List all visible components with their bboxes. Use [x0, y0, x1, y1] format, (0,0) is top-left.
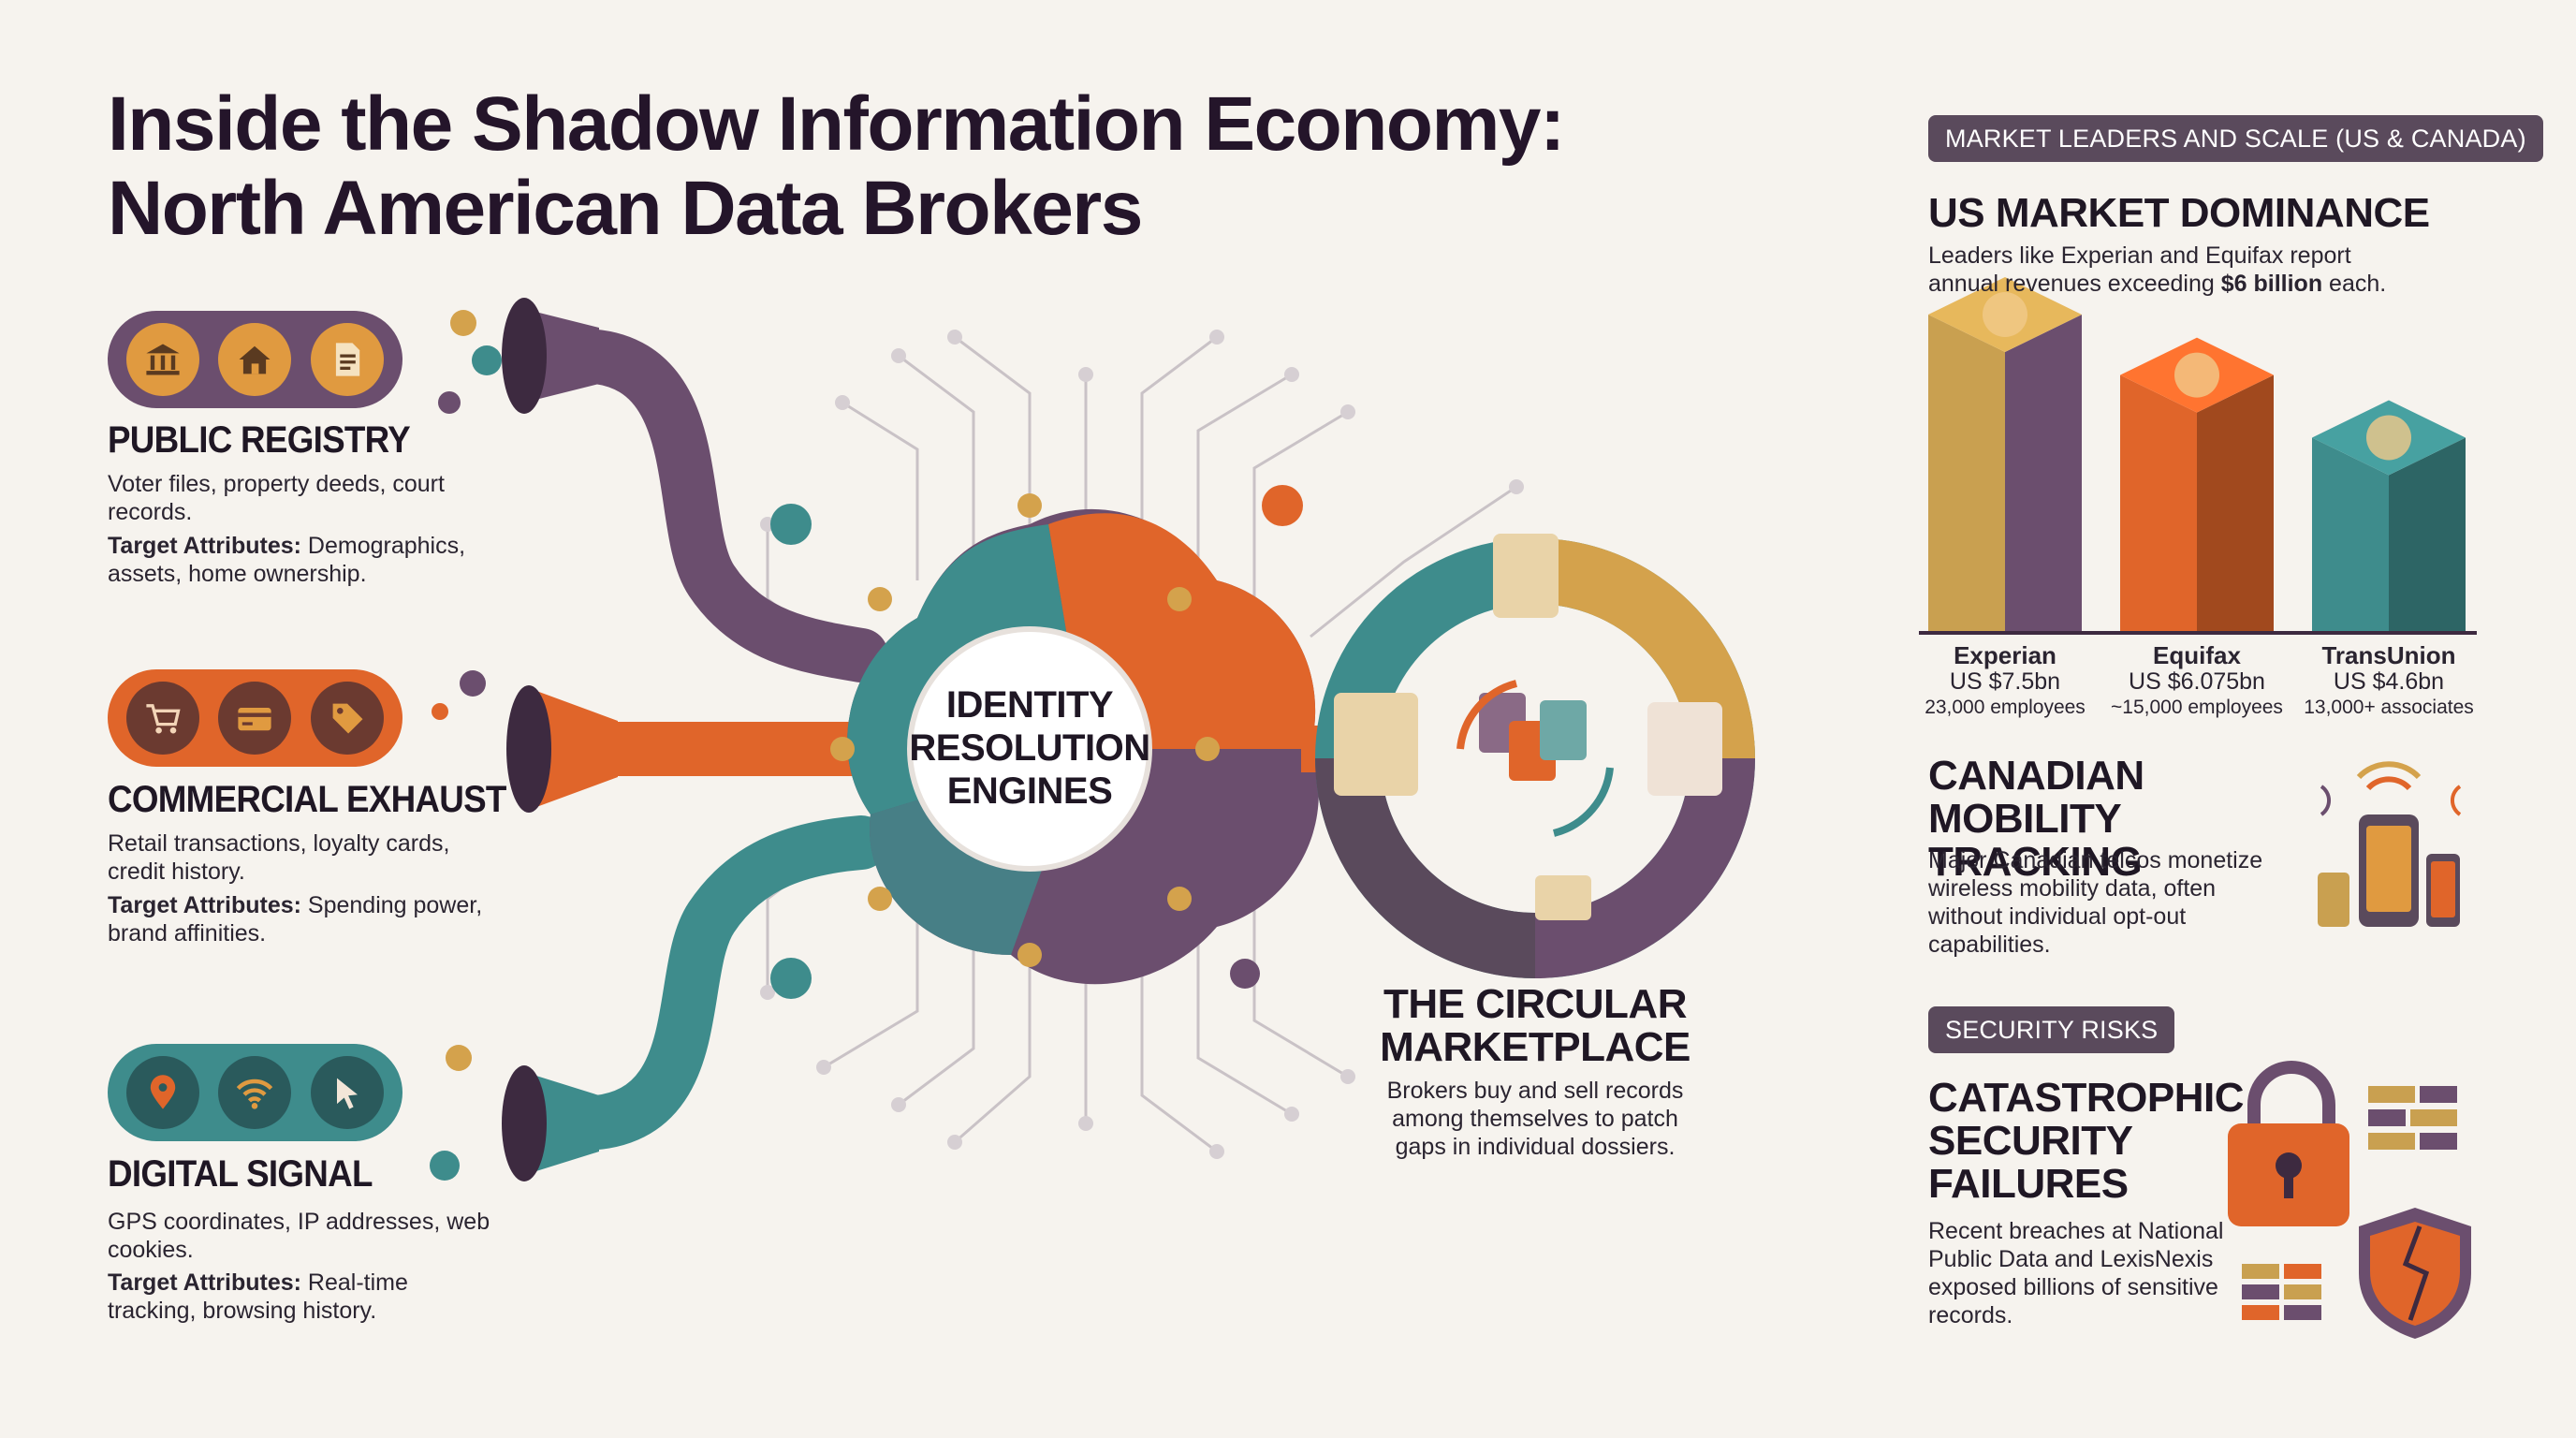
engine-nodes — [830, 493, 1220, 967]
security-heading-line-2: SECURITY — [1928, 1118, 2133, 1164]
bar-employees-label: 13,000+ associates — [2304, 697, 2474, 718]
bar-category-label: TransUnion — [2321, 641, 2456, 669]
pipe-public-registry — [502, 298, 888, 682]
accent-dots — [430, 310, 1303, 1181]
engine-label-line-1: IDENTITY — [945, 684, 1114, 726]
location-pin-icon — [126, 1056, 200, 1129]
bar-category-label: Equifax — [2153, 641, 2241, 669]
market-leaders-tag: MARKET LEADERS AND SCALE (US & CANADA) — [1928, 115, 2543, 162]
broken-lock-icon — [2228, 1061, 2349, 1226]
document-icon — [310, 323, 384, 396]
canada-heading-line-2: TRACKING — [1928, 839, 2143, 885]
circuit-lines — [766, 335, 1517, 1153]
security-text: Recent breaches at National Public Data … — [1928, 1218, 2224, 1328]
digital-signal-title: DIGITAL SIGNAL — [108, 1153, 373, 1195]
marketplace-title: THE CIRCULAR MARKETPLACE — [1348, 983, 1722, 1069]
bar-category-label: Experian — [1954, 641, 2056, 669]
us-market-heading: US MARKET DOMINANCE — [1928, 190, 2430, 236]
bar-employees-label: 23,000 employees — [1925, 697, 2086, 718]
attr-label: Target Attributes: — [108, 892, 301, 918]
attr-text: Demographics, assets, home ownership. — [108, 533, 466, 587]
engine-label-line-3: ENGINES — [946, 770, 1113, 812]
tag-icon — [310, 682, 384, 755]
bank-icon — [126, 323, 200, 396]
bar-transunion-left — [2312, 437, 2389, 633]
pipe-digital — [502, 815, 888, 1181]
broken-shield-icon — [2359, 1208, 2471, 1339]
attr-text: Spending power, brand affinities. — [108, 892, 483, 946]
revenue-bar-chart — [1928, 277, 2466, 633]
commercial-exhaust-icon-pill — [108, 669, 402, 767]
bar-emblem — [2174, 352, 2219, 398]
marketplace-description: Brokers buy and sell records among thems… — [1386, 1078, 1684, 1160]
credit-card-icon — [218, 682, 292, 755]
house-icon — [218, 323, 292, 396]
attr-text: Real-time tracking, browsing history. — [108, 1269, 408, 1324]
commercial-exhaust-description: Retail transactions, loyalty cards, cred… — [108, 830, 450, 885]
public-registry-description: Voter files, property deeds, court recor… — [108, 471, 445, 525]
attr-label: Target Attributes: — [108, 533, 301, 559]
digital-signal-description: GPS coordinates, IP addresses, web cooki… — [108, 1209, 490, 1263]
cursor-icon — [310, 1056, 384, 1129]
market-text-bold: $6 billion — [2220, 271, 2323, 297]
security-heading: CATASTROPHIC SECURITY FAILURES — [1928, 1075, 2245, 1207]
wifi-icon — [218, 1056, 292, 1129]
canada-text: Major Canadian telcos monetize wireless … — [1928, 847, 2263, 958]
security-risks-tag: SECURITY RISKS — [1928, 1006, 2175, 1053]
bar-equifax-right — [2197, 374, 2274, 633]
public-registry-attributes: Target Attributes: Demographics, assets,… — [108, 532, 501, 588]
data-blocks-icon — [2242, 1086, 2457, 1320]
attr-label: Target Attributes: — [108, 1269, 301, 1296]
canada-heading-line-1: CANADIAN MOBILITY — [1928, 753, 2144, 842]
marketplace-title-line-2: MARKETPLACE — [1380, 1024, 1690, 1070]
bar-emblem — [2366, 415, 2411, 461]
bar-employees-label: ~15,000 employees — [2111, 697, 2283, 718]
bar-experian-left — [1928, 315, 2005, 633]
bar-value-label: US $4.6bn — [2333, 668, 2445, 695]
mobile-devices-icon — [2318, 761, 2462, 927]
public-registry-icon-pill — [108, 311, 402, 408]
bar-value-label: US $6.075bn — [2129, 668, 2265, 695]
bar-value-label: US $7.5bn — [1949, 668, 2061, 695]
digital-signal-icon-pill — [108, 1044, 402, 1141]
page-title: Inside the Shadow Information Economy: N… — [108, 82, 1793, 251]
bar-equifax-left — [2120, 374, 2197, 633]
title-line-1: Inside the Shadow Information Economy: — [108, 81, 1565, 167]
circular-marketplace — [1315, 534, 1755, 978]
bar-transunion-right — [2389, 437, 2466, 633]
title-line-2: North American Data Brokers — [108, 166, 1143, 251]
commercial-exhaust-attributes: Target Attributes: Spending power, brand… — [108, 891, 501, 947]
public-registry-title: PUBLIC REGISTRY — [108, 419, 411, 461]
engine-label: IDENTITY RESOLUTION ENGINES — [899, 683, 1161, 813]
engine-label-line-2: RESOLUTION — [909, 727, 1150, 769]
marketplace-title-line-1: THE CIRCULAR — [1383, 981, 1687, 1027]
canada-heading: CANADIAN MOBILITY TRACKING — [1928, 755, 2340, 884]
commercial-exhaust-title: COMMERCIAL EXHAUST — [108, 779, 506, 820]
security-heading-line-1: CATASTROPHIC — [1928, 1075, 2245, 1121]
circuit-nodes — [760, 330, 1524, 1159]
engine-blob — [847, 508, 1319, 985]
pipe-commercial — [506, 685, 898, 813]
us-market-text: Leaders like Experian and Equifax report… — [1928, 242, 2415, 298]
bar-emblem — [1983, 292, 2027, 337]
market-text-before: Leaders like Experian and Equifax report… — [1928, 242, 2351, 297]
digital-signal-attributes: Target Attributes: Real-time tracking, b… — [108, 1269, 501, 1325]
bar-experian-right — [2005, 315, 2082, 633]
market-text-after: each. — [2322, 271, 2387, 297]
cart-icon — [126, 682, 200, 755]
security-heading-line-3: FAILURES — [1928, 1161, 2129, 1207]
